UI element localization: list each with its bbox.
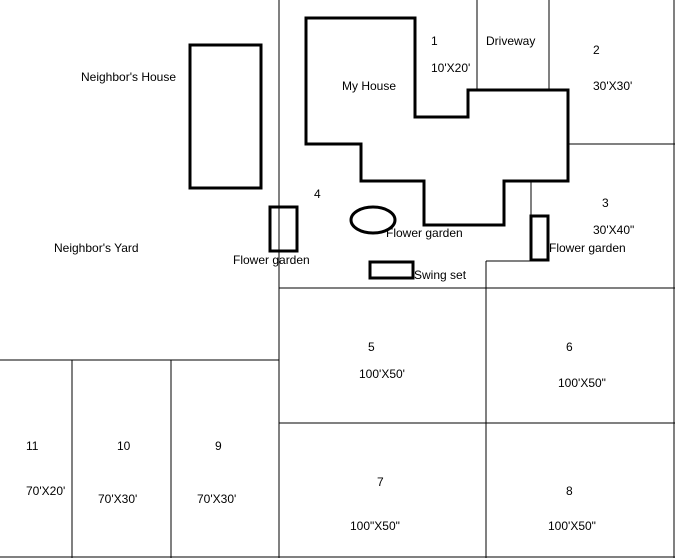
flower-bed-right bbox=[529, 214, 550, 262]
plot-size: 30'X30' bbox=[593, 79, 632, 93]
plot-number: 9 bbox=[215, 439, 222, 453]
swing-set-label: Swing set bbox=[414, 268, 467, 282]
neighbors-house-label: Neighbor's House bbox=[81, 70, 176, 84]
swing-set-shape bbox=[368, 260, 415, 280]
plot-size: 70'X30' bbox=[98, 492, 137, 506]
flower-bed-oval bbox=[349, 205, 397, 235]
plot-size: 70'X20' bbox=[26, 484, 65, 498]
flower-garden-label-right: Flower garden bbox=[549, 241, 626, 255]
my-house-outline bbox=[304, 16, 570, 227]
plot-size: 100"X50" bbox=[350, 519, 400, 533]
plot-size: 10'X20' bbox=[431, 61, 470, 75]
plot-number: 10 bbox=[117, 439, 131, 453]
plot-size: 100'X50" bbox=[558, 376, 606, 390]
plot-number: 3 bbox=[602, 196, 609, 210]
flower-garden-label-left: Flower garden bbox=[233, 253, 310, 267]
neighbors-yard-label: Neighbor's Yard bbox=[54, 241, 139, 255]
plot-number: 6 bbox=[566, 340, 573, 354]
plot-size: 70'X30' bbox=[197, 492, 236, 506]
plot-number: 7 bbox=[377, 475, 384, 489]
plot-number: 5 bbox=[368, 340, 375, 354]
plot-size: 100'X50" bbox=[548, 519, 596, 533]
plot-number: 11 bbox=[26, 439, 39, 453]
flower-garden-label-center: Flower garden bbox=[386, 226, 463, 240]
my-house-label: My House bbox=[342, 79, 396, 93]
driveway-label: Driveway bbox=[486, 34, 535, 48]
plot-size: 30'X40" bbox=[593, 223, 634, 237]
plot-number: 2 bbox=[593, 43, 600, 57]
flower-bed-left bbox=[268, 205, 299, 253]
plot-number: 4 bbox=[314, 187, 321, 201]
neighbors-house-outline bbox=[188, 43, 263, 190]
plot-number: 1 bbox=[431, 34, 438, 48]
plot-number: 8 bbox=[566, 484, 573, 498]
plot-size: 100'X50' bbox=[359, 367, 405, 381]
